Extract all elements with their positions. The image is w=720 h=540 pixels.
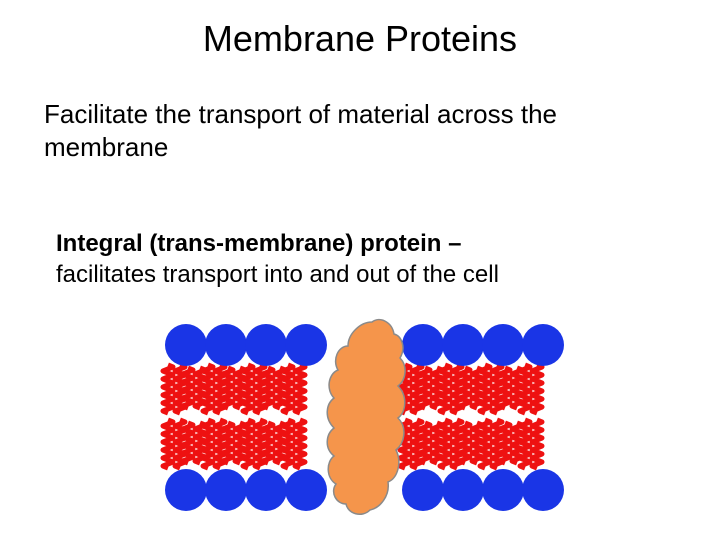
phosphate-head [165,469,207,511]
fatty-acid-tail [469,420,485,466]
fatty-acid-tail [160,362,176,416]
fatty-acid-tail [252,417,268,471]
phosphate-head [205,469,247,511]
fatty-acid-tail [497,420,513,466]
fatty-acid-tail [232,365,248,411]
fatty-acid-tail [417,365,433,411]
fatty-acid-tail [260,365,276,411]
fatty-acid-tail [437,362,453,416]
phosphate-head [522,469,564,511]
fatty-acid-tail [529,417,545,471]
fatty-acid-tail [280,362,296,416]
fatty-acid-tail [409,417,425,471]
fatty-acid-tail [252,362,268,416]
fatty-acid-tail [192,365,208,411]
fatty-acid-tail [292,362,308,416]
phosphate-head [402,469,444,511]
phosphate-head [285,469,327,511]
fatty-acid-tail [260,420,276,466]
phosphate-head [442,469,484,511]
fatty-acid-tail [220,420,236,466]
fatty-acid-tail [160,417,176,471]
fatty-acid-tail [409,362,425,416]
fatty-acid-tail [212,362,228,416]
fatty-acid-tail [477,417,493,471]
phosphate-head [165,324,207,366]
fatty-acid-tail [397,417,413,471]
fatty-acid-tail [200,362,216,416]
phosphate-head [442,324,484,366]
fatty-acid-tail [212,417,228,471]
fatty-acid-tail [272,420,288,466]
fatty-acid-tail [529,362,545,416]
fatty-acid-tail [172,417,188,471]
slide-subpoint: Integral (trans-membrane) protein – faci… [56,228,696,290]
fatty-acid-tail [232,420,248,466]
phosphate-head [482,324,524,366]
fatty-acid-tail [489,362,505,416]
fatty-acid-tail [437,417,453,471]
fatty-acid-tail [220,365,236,411]
integral-protein-description: facilitates transport into and out of th… [56,261,499,288]
fatty-acid-tail [280,417,296,471]
fatty-acid-tail [180,420,196,466]
integral-protein-heading: Integral (trans-membrane) protein – [56,230,462,257]
fatty-acid-tail [509,420,525,466]
fatty-acid-tail [292,417,308,471]
fatty-acid-tail [449,362,465,416]
fatty-acid-tail [429,365,445,411]
phosphate-head [245,324,287,366]
fatty-acid-tail [449,417,465,471]
fatty-acid-tail [192,420,208,466]
fatty-acid-tail [457,420,473,466]
phosphate-head [402,324,444,366]
fatty-acid-tail [417,420,433,466]
fatty-acid-tail [429,420,445,466]
fatty-acid-tail [172,362,188,416]
phosphate-head [205,324,247,366]
phosphate-head [482,469,524,511]
fatty-acid-tail [489,417,505,471]
phosphate-head [285,324,327,366]
fatty-acid-tail [509,365,525,411]
phosphate-head [522,324,564,366]
fatty-acid-tail [469,365,485,411]
fatty-acid-tail [517,362,533,416]
fatty-acid-tail [240,362,256,416]
slide-body-text: Facilitate the transport of material acr… [44,99,558,162]
fatty-acid-tail [240,417,256,471]
phosphate-head [245,469,287,511]
integral-protein [326,318,406,515]
fatty-acid-tail [180,365,196,411]
fatty-acid-tail [457,365,473,411]
fatty-acid-tail [200,417,216,471]
slide-title: Membrane Proteins [202,18,518,59]
fatty-acid-tail [272,365,288,411]
fatty-acid-tail [517,417,533,471]
fatty-acid-tail [497,365,513,411]
fatty-acid-tail [477,362,493,416]
